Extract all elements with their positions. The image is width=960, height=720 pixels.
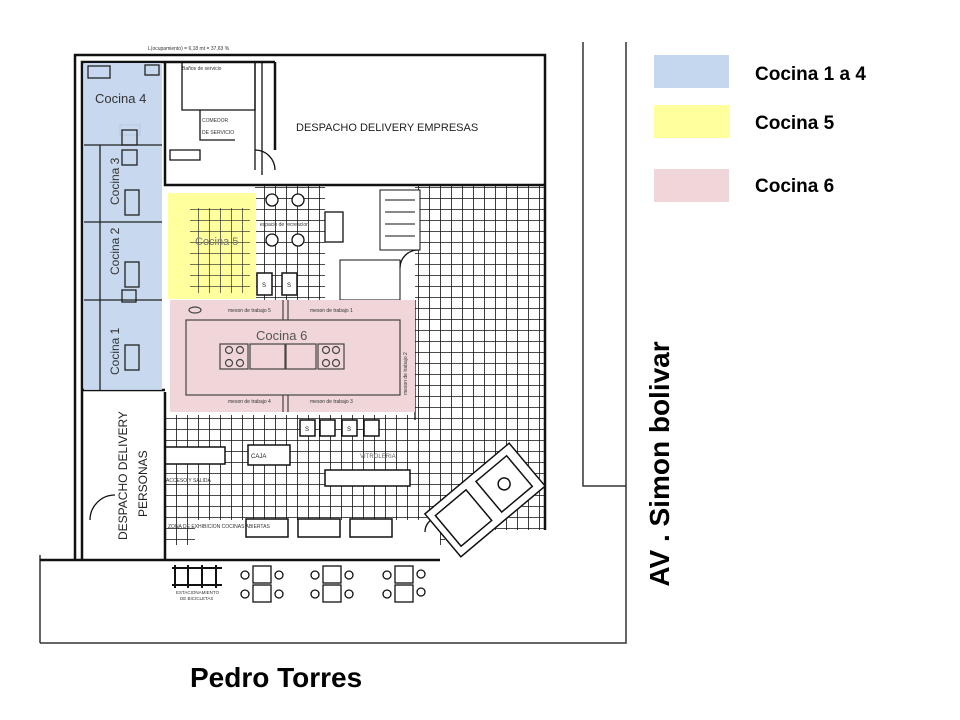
svg-text:S: S — [347, 427, 351, 433]
legend-label-cocina-6: Cocina 6 — [755, 176, 835, 197]
street-label-right: AV . Simon bolivar — [644, 341, 675, 587]
label-despacho-personas-2: PERSONAS — [136, 450, 150, 517]
legend-label-cocina-5: Cocina 5 — [755, 113, 835, 134]
building-walls — [40, 53, 547, 562]
meson-1: meson de trabajo 1 — [310, 308, 353, 314]
label-cocina-5: Cocina 5 — [195, 236, 238, 248]
label-zona-comida: ZONA DE EXHIBICION COCINAS ABIERTAS — [168, 524, 270, 530]
svg-text:S: S — [287, 283, 291, 289]
zone-cocina-1-4 — [84, 63, 162, 390]
site-boundary — [39, 42, 627, 644]
svg-text:S: S — [305, 427, 309, 433]
s-boxes — [256, 272, 380, 437]
svg-text:S: S — [262, 283, 266, 289]
meson-5: meson de trabajo 5 — [228, 308, 271, 314]
street-label-bottom: Pedro Torres — [190, 662, 363, 693]
legend-label-cocina-1-4: Cocina 1 a 4 — [755, 64, 866, 85]
label-estacionamiento-2: DE BICICLETAS — [180, 596, 213, 601]
top-note: L(ocupamiento) = 6,18 mt = 37,63 % — [148, 46, 230, 52]
label-despacho-empresas: DESPACHO DELIVERY EMPRESAS — [296, 122, 478, 134]
label-cocina-4: Cocina 4 — [95, 91, 146, 106]
label-comedor-2: DE SERVICIO — [202, 130, 234, 136]
label-cocina-1: Cocina 1 — [108, 327, 122, 375]
bike-parking — [172, 565, 222, 588]
meson-4: meson de trabajo 4 — [228, 399, 271, 405]
legend-swatch-cocina-1-4 — [654, 55, 729, 88]
label-acceso: ACCESO Y SALIDA — [166, 478, 211, 484]
label-cocina-2: Cocina 2 — [108, 227, 122, 275]
legend-swatch-cocina-6 — [654, 169, 729, 202]
label-caja: CAJA — [251, 454, 266, 460]
meson-3: meson de trabajo 3 — [310, 399, 353, 405]
diagonal-kiosk — [423, 442, 547, 558]
outdoor-tables — [240, 565, 426, 603]
label-cocina-6: Cocina 6 — [256, 328, 307, 343]
meson-2: meson de trabajo 2 — [403, 352, 409, 395]
label-banos: Baños de servicio — [182, 66, 222, 72]
label-vitrina: VITROLERIA — [360, 454, 396, 460]
zone-cocina-6 — [170, 300, 415, 412]
legend-swatch-cocina-5 — [654, 105, 729, 138]
label-comedor-1: COMEDOR — [202, 118, 229, 124]
label-espacio-recreacion: espacio de recreacion — [260, 222, 309, 228]
label-cocina-3: Cocina 3 — [108, 157, 122, 205]
label-despacho-personas-1: DESPACHO DELIVERY — [116, 411, 130, 540]
label-estacionamiento-1: ESTACIONAMIENTO — [176, 590, 220, 595]
